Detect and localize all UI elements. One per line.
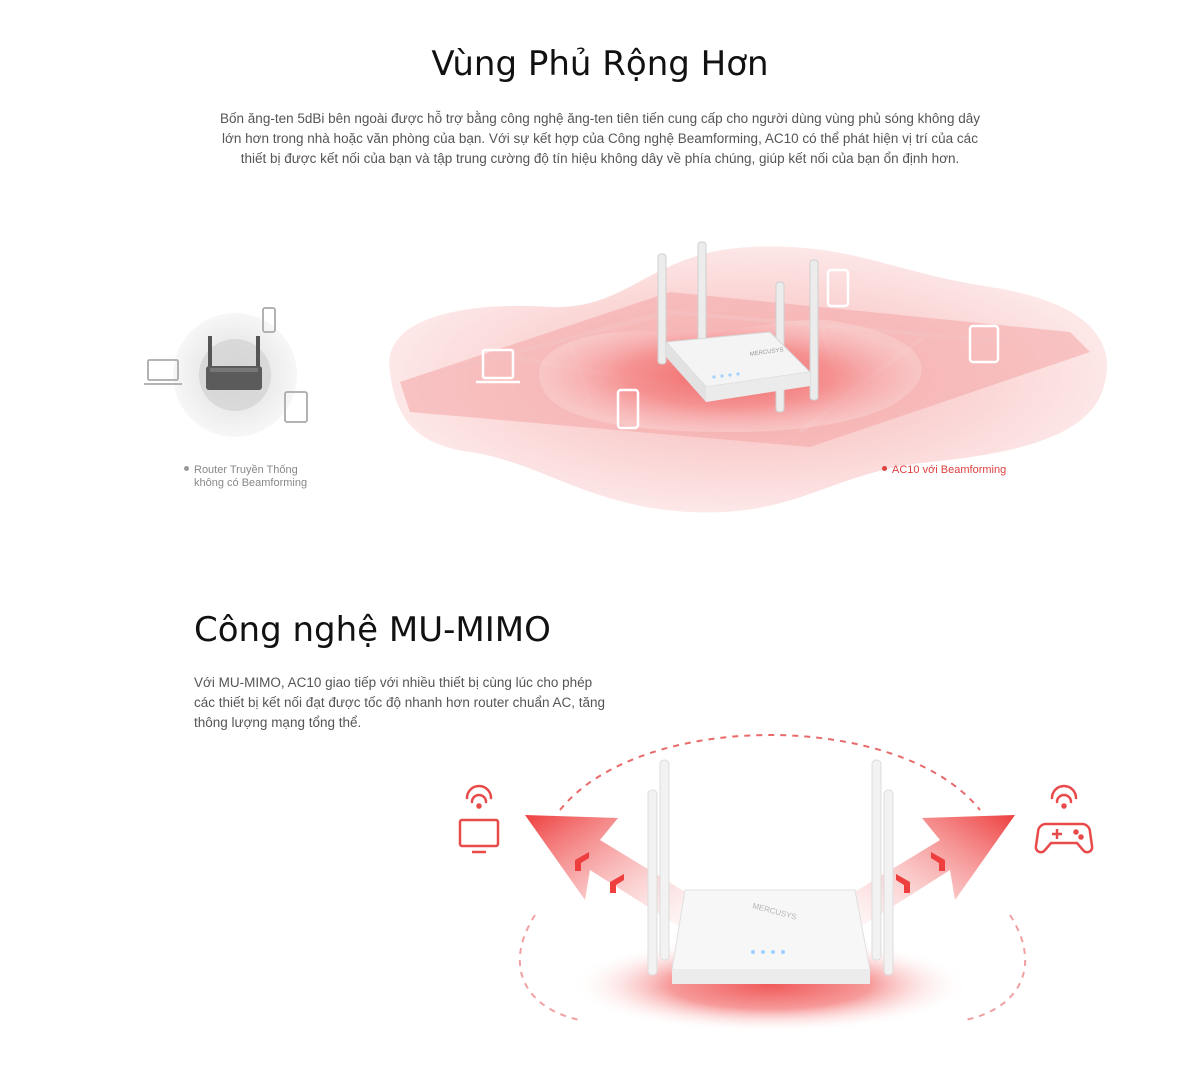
phone-icon [616, 388, 640, 430]
tv-icon [458, 818, 500, 854]
gray-dot-icon [184, 466, 189, 471]
legend-traditional: Router Truyền Thống không có Beamforming [184, 464, 307, 490]
red-dot-icon [882, 466, 887, 471]
wifi-icon [1050, 784, 1078, 809]
gamepad-icon [1034, 822, 1094, 854]
legend-beamforming-label: AC10 với Beamforming [892, 464, 1007, 476]
mumimo-description: Với MU-MIMO, AC10 giao tiếp với nhiều th… [194, 675, 605, 730]
coverage-title: Vùng Phủ Rộng Hơn [431, 44, 769, 84]
legend-traditional-line2: không có Beamforming [194, 477, 308, 489]
ac10-router-icon [657, 241, 819, 413]
wifi-icon [465, 784, 493, 809]
traditional-router-icon [206, 336, 262, 390]
traditional-router-illustration [144, 307, 308, 437]
beamforming-floorplan-illustration: MERCUSYS [389, 241, 1108, 513]
laptop-icon [144, 359, 182, 385]
tablet-icon [968, 324, 1000, 364]
ac10-router-icon [647, 759, 894, 984]
mumimo-title: Công nghệ MU-MIMO [194, 610, 551, 650]
tablet-icon [284, 391, 308, 423]
coverage-description: Bốn ăng-ten 5dBi bên ngoài được hỗ trợ b… [220, 111, 980, 166]
mumimo-illustration: MERCUSYS [458, 734, 1094, 1033]
phone-icon [262, 307, 276, 333]
router-brand-label: MERCUSYS [749, 347, 784, 358]
phone-icon [826, 268, 850, 308]
laptop-icon [476, 348, 520, 384]
legend-traditional-line1: Router Truyền Thống [194, 464, 298, 476]
legend-beamforming: AC10 với Beamforming [882, 464, 1006, 476]
